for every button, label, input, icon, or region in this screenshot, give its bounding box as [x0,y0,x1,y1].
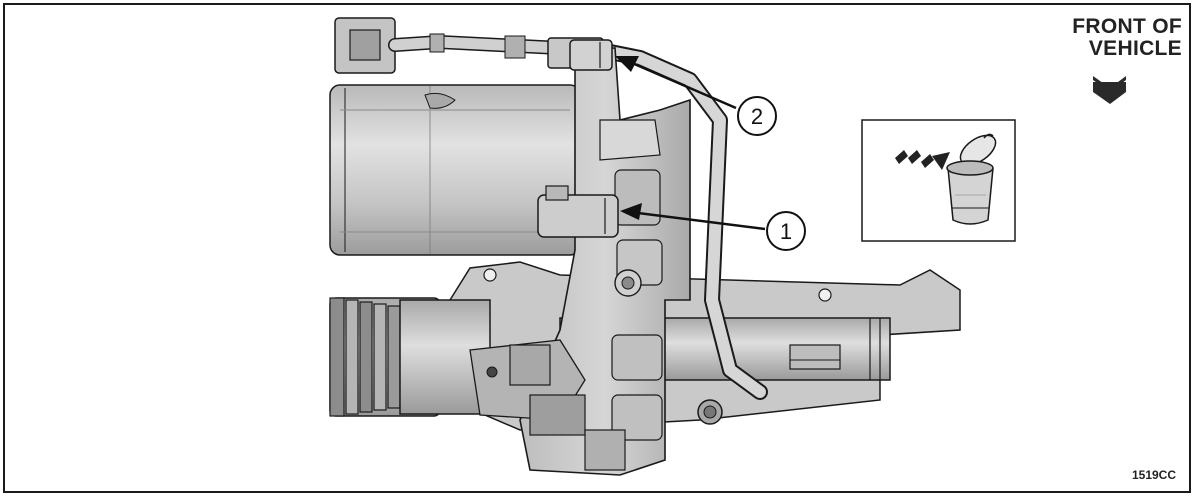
callout-arrow-1 [620,203,766,231]
fitting-1 [537,185,619,238]
callout-2-number: 2 [751,104,763,129]
bellows-boot [329,297,491,417]
gear-housing [469,47,691,476]
callout-arrow-2 [615,56,737,110]
front-of-vehicle-label: FRONT OF VEHICLE [1042,16,1182,60]
front-label-line1: FRONT OF [1072,15,1182,38]
front-label-line2: VEHICLE [1088,37,1182,60]
down-chevron-arrow-icon [1093,76,1126,104]
motion-arrows-icon [895,150,950,170]
callout-1: 1 [766,211,806,251]
callout-1-number: 1 [780,219,792,244]
figure-code: 1519CC [1131,468,1176,482]
trash-can-discard-icon [946,133,997,225]
wiring-harness [334,17,768,400]
electric-motor [329,84,581,256]
discard-inset [861,119,1016,242]
fitting-2 [569,39,613,71]
callout-2: 2 [737,96,777,136]
